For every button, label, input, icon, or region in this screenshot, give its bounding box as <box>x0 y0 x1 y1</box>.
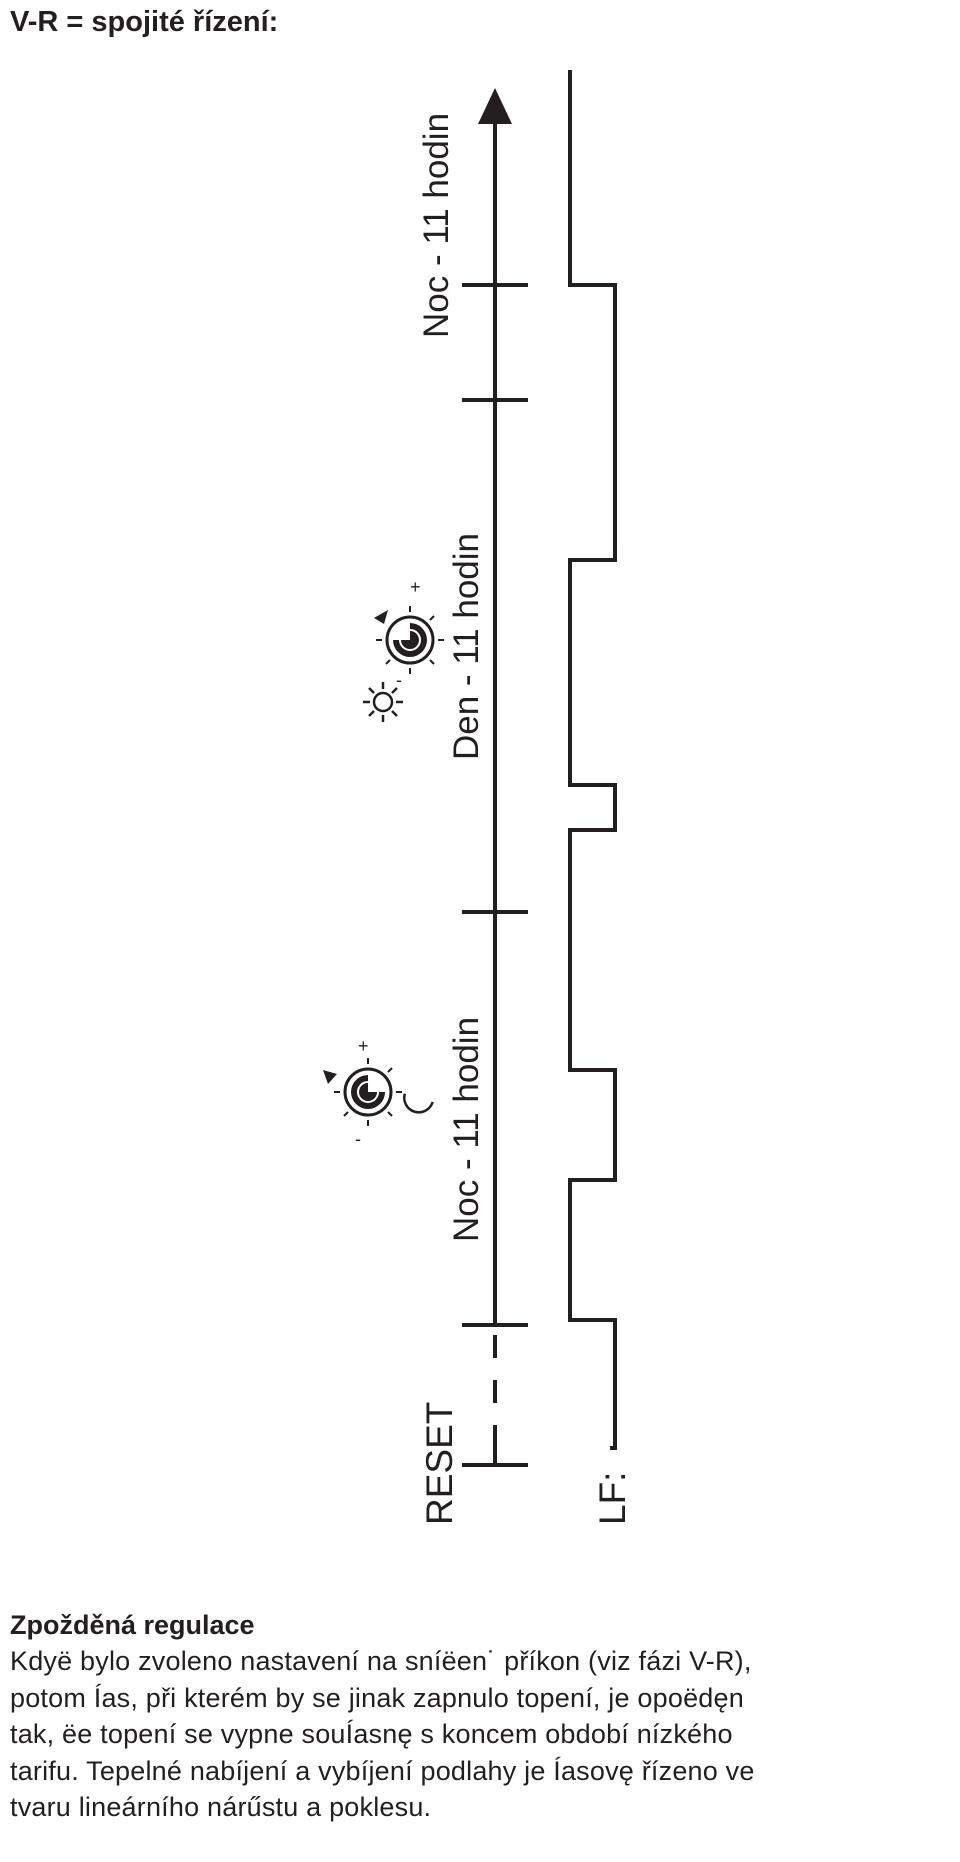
knob-minus-sign: - <box>355 1129 361 1149</box>
knob-icon: - + <box>374 577 444 690</box>
reset-label: RESET <box>419 1402 460 1525</box>
night-label-2: Noc - 11 hodin <box>417 113 456 338</box>
lf-label: LF: <box>592 1472 633 1525</box>
delayed-regulation-section: Zpožděná regulace Kdyë bylo zvoleno nast… <box>10 1610 955 1826</box>
arrow-icon <box>478 88 512 124</box>
body-line: tvaru lineárního nárűstu a poklesu. <box>10 1792 432 1822</box>
body-line: tarifu. Tepelné nabíjení a vybíjení podl… <box>10 1755 755 1786</box>
night-label-1: Noc - 11 hodin <box>447 1017 486 1242</box>
day-label: Den - 11 hodin <box>447 533 486 760</box>
knob-minus-sign: - <box>396 670 402 690</box>
body-line: Kdyë bylo zvoleno nastavení na sníëen˙ p… <box>10 1646 752 1676</box>
body-line: potom Ías, při kterém by se jinak zapnul… <box>10 1682 744 1713</box>
moon-icon <box>403 1093 434 1114</box>
section-title: Zpožděná regulace <box>10 1610 255 1640</box>
knob-plus-sign: + <box>358 1036 369 1056</box>
control-diagram: RESET Noc - 11 hodin Den - 11 hodin Noc … <box>323 70 633 1525</box>
knob-icon: - + <box>323 1036 402 1149</box>
body-line: tak, ëe topení se vypne souÍasnę s konce… <box>10 1719 733 1749</box>
page-title: V-R = spojité řízení: <box>10 6 279 38</box>
lf-waveform <box>568 70 617 1450</box>
knob-plus-sign: + <box>410 577 421 597</box>
sun-icon <box>363 682 403 722</box>
time-axis <box>462 122 528 1467</box>
